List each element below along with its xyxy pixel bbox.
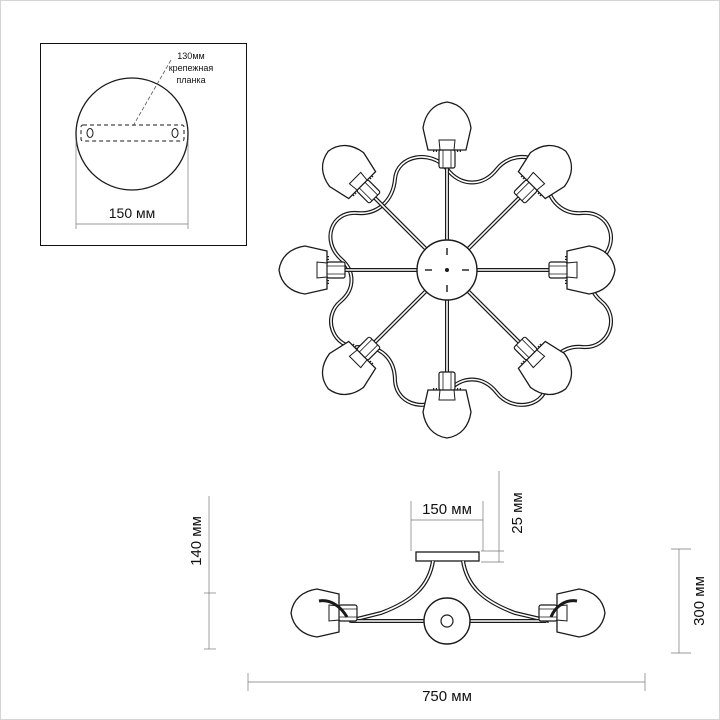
total-width-label: 750 мм [422,688,472,705]
side-view [290,551,606,645]
side-shade-right [538,588,606,638]
body-height-label: 140 мм [188,516,205,566]
mounting-bar [80,124,185,142]
plate-leader-line [132,59,172,127]
total-width-dimension: 750 мм [247,673,646,705]
total-height-label: 300 мм [691,576,708,626]
mounting-plate-drawing: 130мм крепежная планка 150 мм [75,51,214,229]
base-diameter-label: 150 мм [109,205,156,221]
canopy-height-label: 25 мм [509,492,526,533]
ceiling-base-disc [75,77,189,191]
canopy-width-label: 150 мм [422,501,472,518]
body-height-dimension: 140 мм [188,496,216,650]
scalloped-frame [328,154,613,407]
mounting-plate-inset: 130мм крепежная планка 150 мм [40,43,247,246]
side-canopy [415,551,480,562]
mounting-hole-left [86,128,94,138]
mounting-hole-right [171,128,179,138]
plate-label-line2: планка [176,75,205,85]
total-height-dimension: 300 мм [671,548,708,654]
side-shade-left [290,588,358,638]
plate-length-label: 130мм [177,51,204,61]
plate-label-line1: крепежная [169,63,214,73]
shade-right [548,245,616,295]
central-hub [416,239,478,301]
canopy-dimensions: 150 мм 25 мм [410,471,526,563]
